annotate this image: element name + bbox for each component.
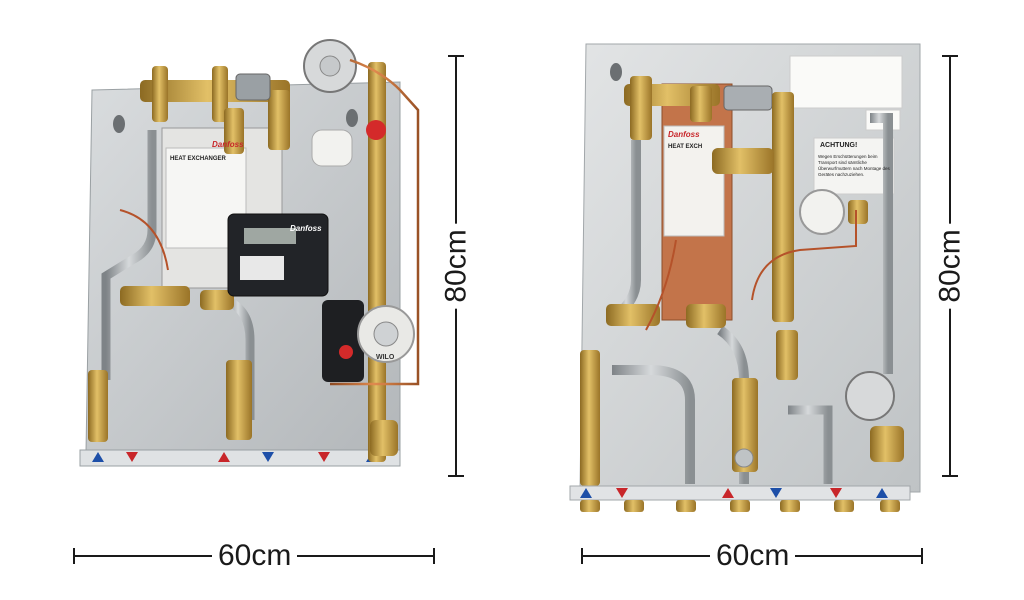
left-unit: [79, 39, 420, 467]
right-width-label: 60cm: [710, 539, 796, 573]
left-red-cap-icon: [366, 120, 386, 140]
left-pump-controller: [322, 300, 364, 382]
right-warning-text: Wegen Erschütterungen beim Transport sin…: [818, 154, 890, 177]
left-keyhole-icon: [113, 115, 125, 133]
right-nameplate-title: HEAT EXCH: [668, 144, 703, 150]
right-unit: [569, 43, 921, 512]
right-spec-label: [789, 55, 903, 109]
right-brand-logo: Danfoss: [668, 130, 700, 139]
left-heat-meter-brand: Danfoss: [290, 224, 322, 233]
left-keyhole-icon: [346, 109, 358, 127]
right-warning-title: ACHTUNG!: [820, 142, 858, 149]
left-nameplate-title: HEAT EXCHANGER: [170, 156, 226, 162]
right-height-label: 80cm: [933, 223, 968, 309]
left-height-label: 80cm: [439, 223, 474, 309]
left-width-label: 60cm: [212, 539, 298, 573]
right-flow-arrows: [580, 488, 888, 498]
left-brand-logo: Danfoss: [212, 140, 244, 149]
right-keyhole-icon: [610, 63, 622, 81]
right-thermostat-icon: [799, 189, 845, 235]
right-expansion-vessel-icon: [845, 371, 895, 421]
left-pump-brand: WILO: [376, 354, 395, 361]
right-warning-label: [813, 137, 895, 195]
